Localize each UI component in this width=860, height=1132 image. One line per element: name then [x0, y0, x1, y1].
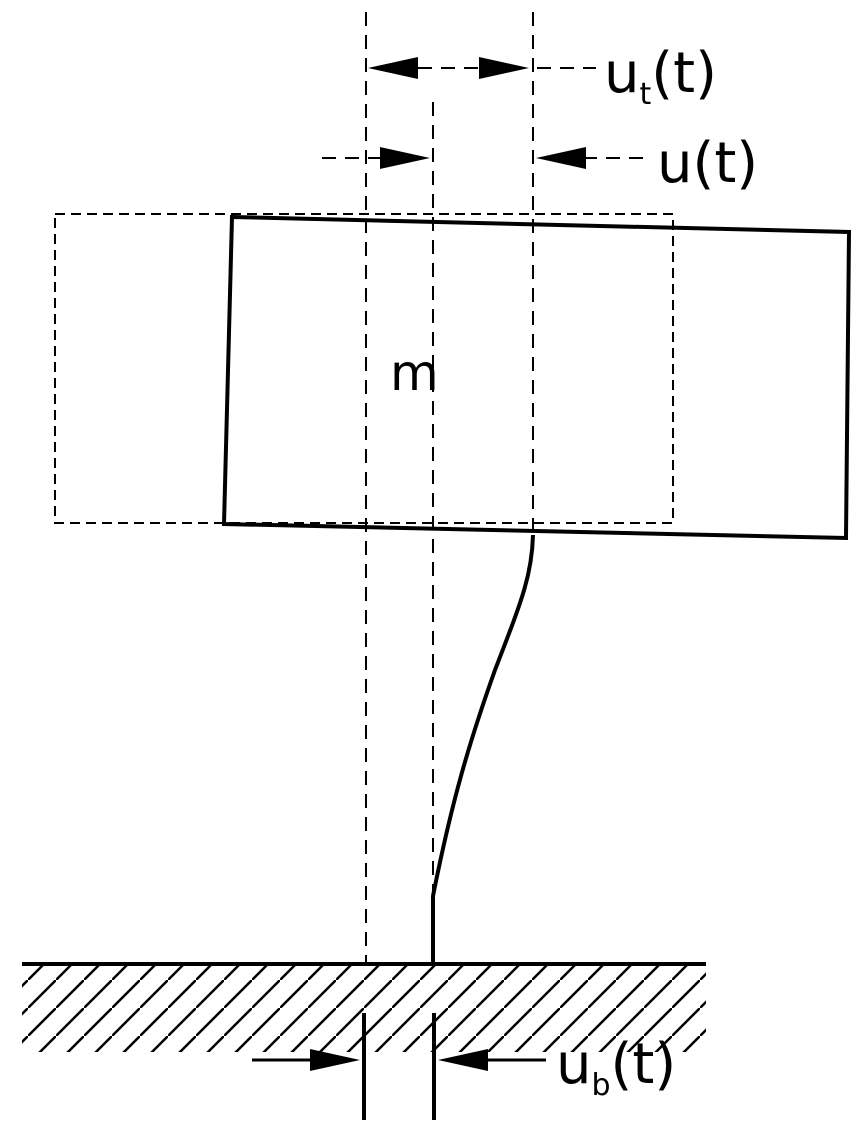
arrowhead-right: [380, 147, 430, 169]
ground: [0, 962, 860, 1132]
relative-displacement-label: u(t): [657, 131, 758, 196]
relative-displacement-dimension: [322, 147, 648, 169]
arrowhead-right: [310, 1049, 360, 1071]
reference-lines: [365, 12, 534, 962]
total-displacement-label: ut(t): [604, 41, 717, 112]
arrowhead-left: [438, 1049, 488, 1071]
arrowhead-left: [368, 57, 418, 79]
total-displacement-dimension: [368, 57, 596, 79]
deformed-column: [431, 534, 535, 962]
undeformed-mass-outline: [54, 213, 674, 524]
arrowhead-left: [536, 147, 586, 169]
ground-displacement-dimension: [252, 1013, 546, 1120]
arrowhead-right: [479, 57, 529, 79]
displaced-mass-block: [221, 214, 852, 541]
mass-label: m: [390, 344, 439, 402]
ground-displacement-label: ub(t): [556, 1032, 676, 1103]
